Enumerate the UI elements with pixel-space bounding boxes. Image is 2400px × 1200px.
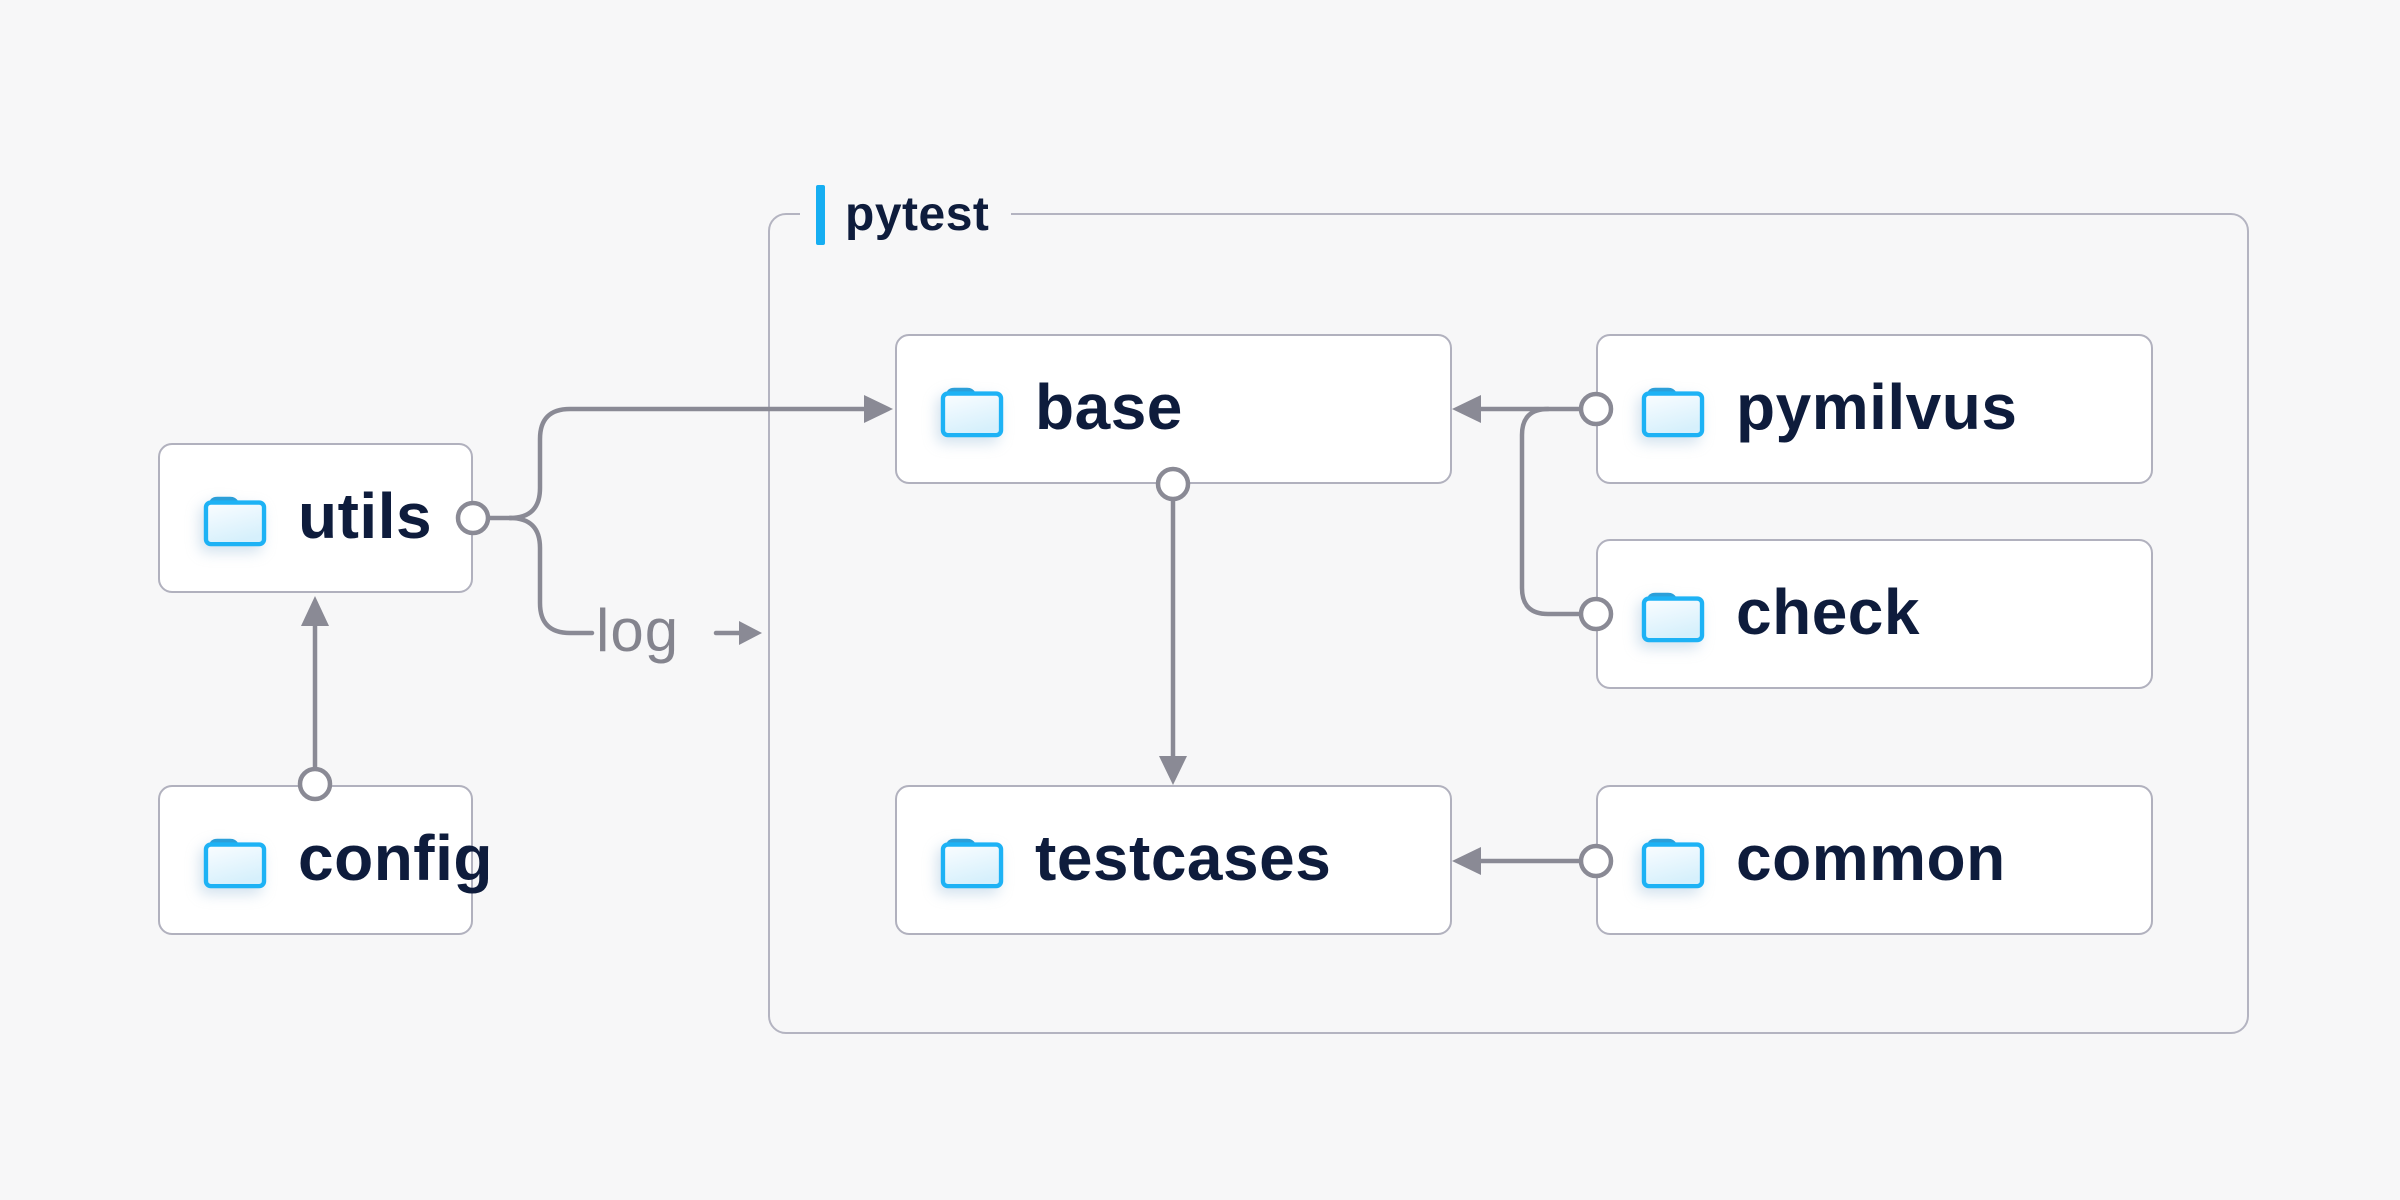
node-label: base [1035, 371, 1183, 443]
folder-icon [940, 838, 1004, 889]
node-check: check [1596, 539, 2153, 689]
folder-icon [940, 387, 1004, 438]
node-base: base [895, 334, 1452, 484]
log-edge-label: log [596, 597, 680, 664]
folder-icon [203, 496, 267, 547]
folder-icon [1641, 592, 1705, 643]
node-label: common [1736, 822, 2006, 894]
node-utils: utils [158, 443, 473, 593]
node-testcases: testcases [895, 785, 1452, 935]
node-label: utils [298, 480, 433, 552]
edge-config-utils [297, 596, 333, 802]
folder-icon [1641, 387, 1705, 438]
node-label: pymilvus [1736, 371, 2018, 443]
node-label: config [298, 822, 493, 894]
container-title: pytest [845, 188, 990, 241]
node-pymilvus: pymilvus [1596, 334, 2153, 484]
pytest-container [768, 213, 2249, 1034]
node-label: testcases [1035, 822, 1332, 894]
node-common: common [1596, 785, 2153, 935]
folder-icon [203, 838, 267, 889]
pytest-container-label: pytest [800, 183, 1012, 247]
folder-icon [1641, 838, 1705, 889]
node-config: config [158, 785, 492, 935]
node-label: check [1736, 576, 1920, 648]
accent-bar [816, 185, 825, 245]
